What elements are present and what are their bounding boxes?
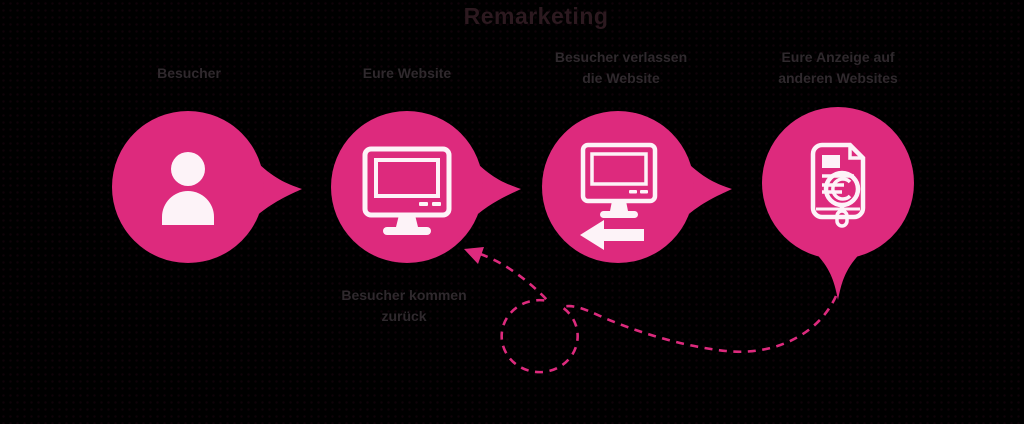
step-bubble-eure-anzeige	[762, 107, 914, 300]
document-outline	[810, 142, 866, 220]
monitor-button	[629, 190, 637, 194]
bubble-circle	[331, 111, 483, 263]
document-fold	[848, 145, 863, 160]
arrowhead-icon	[464, 247, 484, 264]
page-title: Remarketing	[463, 3, 609, 29]
step-label-besucher: Besucher	[157, 65, 221, 81]
step-label-besucher-verlassen: Besucher verlassen die Website	[554, 49, 688, 86]
monitor-base	[383, 227, 431, 235]
monitor-stand	[610, 201, 628, 211]
person-icon	[162, 152, 214, 225]
monitor-button	[419, 202, 428, 206]
dashed-loop-path	[472, 250, 838, 374]
ad-document-euro-search-icon	[810, 142, 866, 228]
monitor-button	[640, 190, 648, 194]
monitor-stand	[396, 215, 418, 227]
step-bubble-besucher	[112, 111, 302, 263]
monitor-leave-arrow-icon	[580, 142, 658, 250]
return-label: Besucher kommen zurück	[341, 287, 467, 324]
magnifier-handle	[835, 209, 849, 228]
bubble-circle	[762, 107, 914, 259]
step-label-eure-anzeige: Eure Anzeige auf anderen Websites	[778, 49, 898, 86]
person-body	[162, 191, 214, 225]
step-bubble-eure-website	[331, 111, 521, 263]
monitor-icon	[362, 146, 452, 235]
monitor-screen	[374, 158, 440, 198]
euro-c-shape	[831, 177, 852, 201]
left-arrow-icon	[580, 220, 644, 250]
step-label-eure-website: Eure Website	[362, 65, 452, 81]
document-image-block	[822, 155, 840, 168]
monitor-base	[600, 211, 638, 218]
monitor-button	[432, 202, 441, 206]
person-head	[171, 152, 205, 186]
monitor-screen	[590, 152, 648, 186]
bubble-circle	[112, 111, 264, 263]
step-bubble-besucher-verlassen	[542, 111, 732, 263]
